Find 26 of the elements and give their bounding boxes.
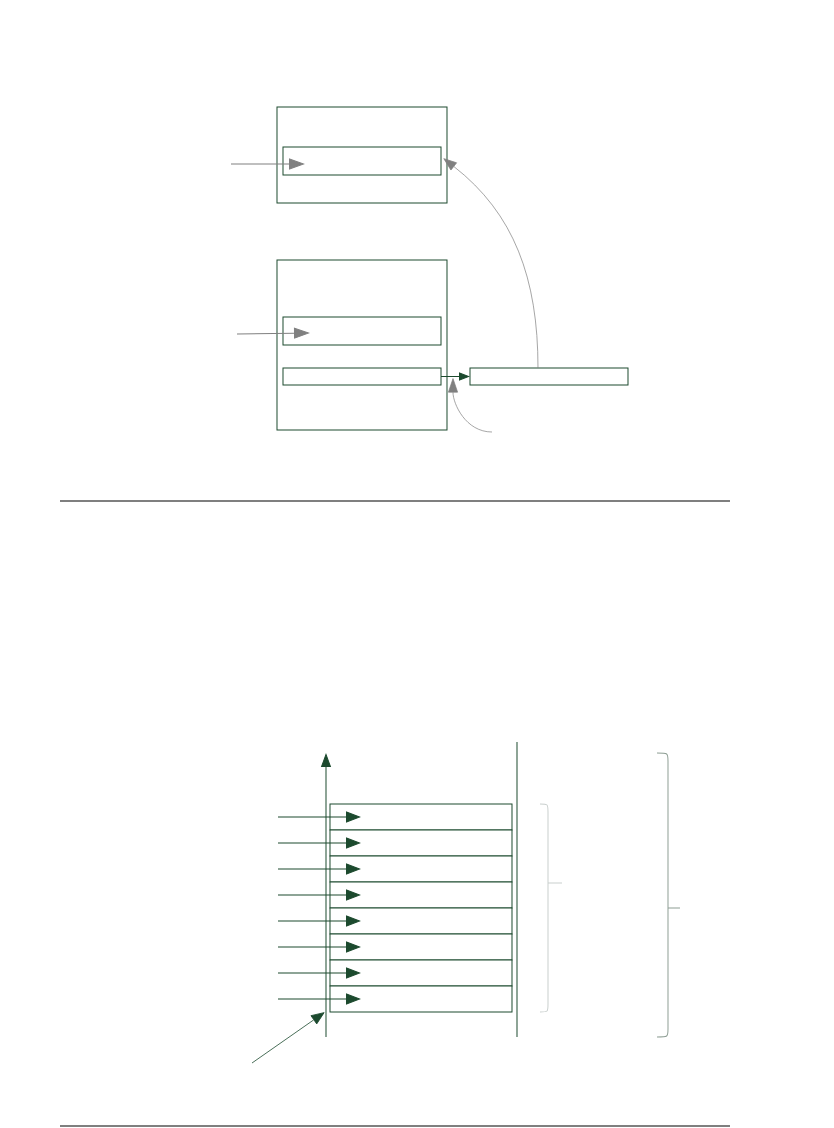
arrow: [236, 327, 309, 339]
arrow: [277, 941, 361, 953]
arrow: [277, 863, 361, 875]
box: [469, 367, 629, 386]
arrow: [230, 158, 304, 170]
box: [282, 367, 442, 386]
arrow: [440, 372, 470, 381]
box: [329, 907, 513, 935]
box: [329, 933, 513, 961]
box: [329, 829, 513, 857]
arrow: [277, 837, 361, 849]
arrow: [448, 378, 493, 433]
box: [282, 316, 442, 346]
arrow: [277, 993, 361, 1005]
arrow: [277, 967, 361, 979]
arrow: [277, 889, 361, 901]
box: [329, 855, 513, 883]
arrow: [251, 1012, 325, 1064]
arrow: [277, 915, 361, 927]
arrow: [443, 158, 539, 369]
box: [329, 881, 513, 909]
arrow: [277, 811, 361, 823]
box: [329, 803, 513, 831]
box: [329, 959, 513, 987]
box: [329, 985, 513, 1013]
box: [282, 146, 442, 176]
